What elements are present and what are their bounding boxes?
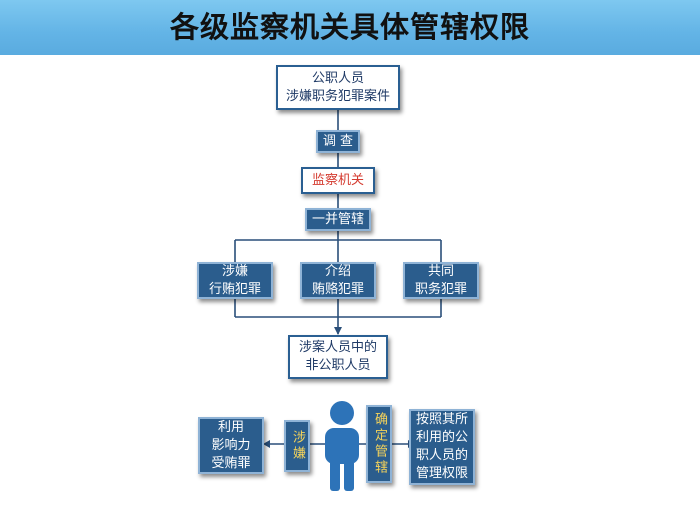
title-bar (0, 0, 700, 55)
authority-line-4: 管理权限 (415, 466, 468, 481)
determine-text: 确定管辖 (372, 412, 387, 476)
authority-node: 按照其所 利用的公 职人员的 管理权限 (409, 409, 475, 485)
supervisory-node: 监察机关 (301, 167, 375, 194)
bribe-giving-node: 涉嫌 行贿犯罪 (197, 262, 273, 299)
suspected-text: 涉嫌 (290, 430, 305, 462)
authority-line-2: 利用的公 (415, 430, 468, 445)
investigate-label: 调 查 (316, 130, 360, 153)
bribe-giving-line-2: 行贿犯罪 (208, 281, 261, 297)
non-officials-line-2: 非公职人员 (305, 358, 371, 373)
jointly-text: 一并管辖 (311, 211, 364, 227)
non-officials-line-1: 涉案人员中的 (298, 340, 377, 355)
influence-line-3: 受贿罪 (211, 455, 251, 471)
authority-line-3: 职人员的 (415, 448, 468, 463)
joint-crime-node: 共同 职务犯罪 (403, 262, 479, 299)
officials-line-2: 涉嫌职务犯罪案件 (285, 88, 390, 104)
joint-crime-line-2: 职务犯罪 (414, 281, 467, 297)
authority-line-1: 按照其所 (415, 412, 468, 427)
intro-bribe-line-1: 介绍 (324, 263, 351, 279)
intro-bribe-line-2: 贿赂犯罪 (311, 281, 364, 297)
officials-node: 公职人员 涉嫌职务犯罪案件 (276, 65, 400, 110)
bribe-giving-line-1: 涉嫌 (221, 263, 248, 279)
influence-line-2: 影响力 (211, 437, 251, 453)
page-title: 各级监察机关具体管辖权限 (169, 10, 530, 44)
suspected-label: 涉嫌 (284, 420, 310, 472)
influence-line-1: 利用 (217, 419, 244, 435)
investigate-text: 调 查 (322, 133, 354, 149)
jointly-label: 一并管辖 (305, 208, 371, 231)
person-silhouette-icon (325, 401, 359, 491)
non-officials-node: 涉案人员中的 非公职人员 (288, 335, 388, 379)
influence-node: 利用 影响力 受贿罪 (198, 417, 264, 474)
determine-label: 确定管辖 (366, 405, 392, 483)
officials-line-1: 公职人员 (311, 70, 364, 86)
intro-bribe-node: 介绍 贿赂犯罪 (300, 262, 376, 299)
joint-crime-line-1: 共同 (427, 263, 454, 279)
supervisory-text: 监察机关 (311, 172, 364, 188)
